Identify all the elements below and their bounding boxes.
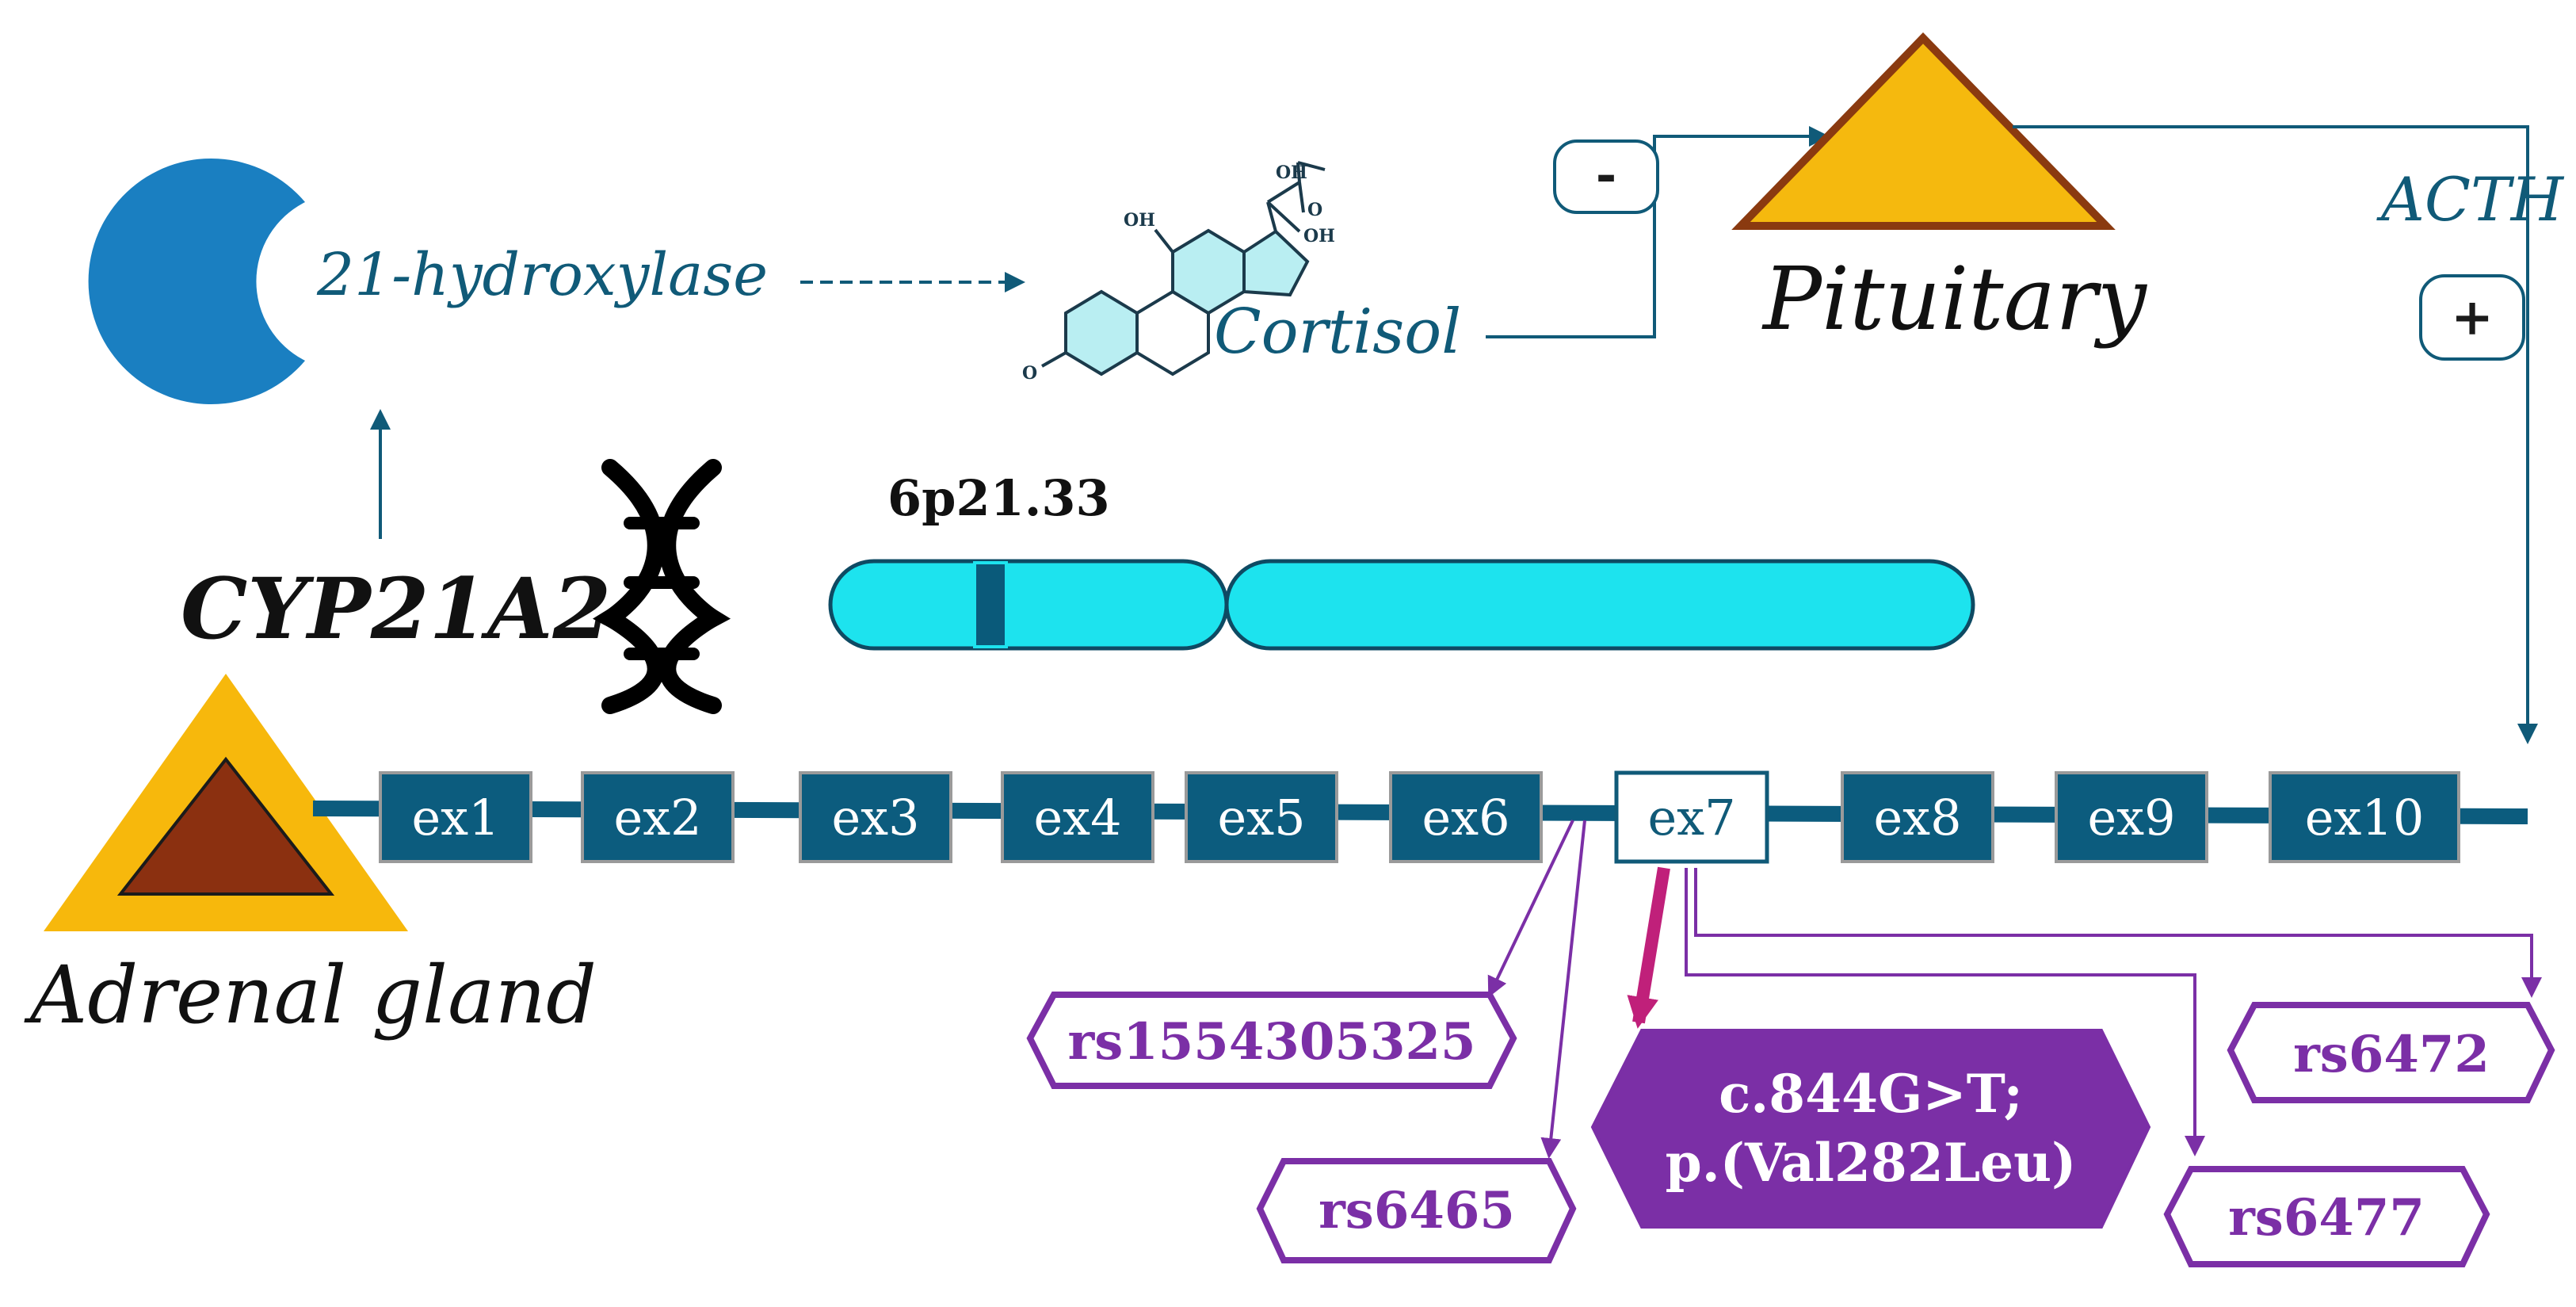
variant-label-rs6477: rs6477 <box>2228 1188 2425 1248</box>
variant-arrow-rs1554305325 <box>1487 820 1574 998</box>
exon-label-ex3: ex3 <box>831 789 919 846</box>
cortisol-label: Cortisol <box>1214 296 1461 368</box>
variant-main-line1: c.844G>T; <box>1719 1063 2023 1125</box>
enzyme-shape-icon <box>88 158 305 404</box>
variant-label-rs1554305325: rs1554305325 <box>1067 1012 1475 1072</box>
negative-feedback-sign: - <box>1596 145 1617 204</box>
exon-box-ex10 <box>2269 771 2460 863</box>
cortisol-oh-ring-label: OH <box>1124 210 1155 231</box>
exon-box-ex2 <box>581 771 735 863</box>
acth-label: ACTH <box>2376 164 2565 235</box>
variant-tag-rs6465 <box>1256 1158 1577 1263</box>
variant-label-rs6472: rs6472 <box>2293 1025 2490 1084</box>
exon-box-ex3 <box>799 771 952 863</box>
gene-label: CYP21A2 <box>181 559 611 658</box>
chromosome-long-arm <box>1224 559 1975 651</box>
variant-arrow-rs6477 <box>1685 868 2205 1156</box>
variant-arrow-rs6465 <box>1540 820 1586 1159</box>
variant-label-rs6465: rs6465 <box>1319 1181 1515 1240</box>
variant-arrow-main <box>1627 866 1670 1029</box>
exon-label-ex8: ex8 <box>1873 789 1961 846</box>
chromosome-band-marker <box>973 561 1008 648</box>
cortisol-feedback-line <box>1486 126 1830 338</box>
locus-label: 6p21.33 <box>887 469 1110 527</box>
exon-label-ex4: ex4 <box>1033 789 1121 846</box>
exon-box-ex4 <box>1001 771 1154 863</box>
cortisol-carbonyl-label: O <box>1307 200 1322 220</box>
cortisol-structure-icon <box>1041 161 1326 376</box>
variant-tag-rs1554305325 <box>1026 992 1517 1089</box>
exon-label-ex5: ex5 <box>1217 789 1305 846</box>
exon-layer: ex1 ex2 ex3 ex4 ex5 ex6 ex7 ex8 ex9 ex10 <box>379 770 2460 864</box>
chromosome-short-arm <box>828 559 1229 651</box>
exon-box-ex9 <box>2055 771 2208 863</box>
adrenal-label: Adrenal gland <box>24 949 597 1041</box>
variant-arrow-rs6472 <box>1694 868 2542 998</box>
exon-label-ex1: ex1 <box>411 789 499 846</box>
cortisol-oh-top-label: OH <box>1276 162 1307 183</box>
pituitary-triangle-icon <box>1731 32 2116 230</box>
cortisol-ketone-label: O <box>1022 363 1037 384</box>
variant-main-line2: p.(Val282Leu) <box>1666 1132 2077 1194</box>
variant-tag-rs6477 <box>2163 1166 2490 1267</box>
exon-label-ex2: ex2 <box>613 789 701 846</box>
dna-helix-icon <box>592 459 731 714</box>
pituitary-label: Pituitary <box>1761 248 2148 350</box>
exon-box-ex1 <box>379 771 532 863</box>
exon-box-ex7 <box>1614 770 1769 864</box>
negative-feedback-badge <box>1553 139 1659 214</box>
variant-tag-rs6472 <box>2227 1002 2555 1103</box>
variant-tag-main <box>1590 1029 2151 1229</box>
exon-label-ex6: ex6 <box>1422 789 1509 846</box>
exon-box-ex6 <box>1389 771 1543 863</box>
exon-label-ex7: ex7 <box>1647 789 1735 846</box>
cortisol-oh-side-label: OH <box>1303 226 1335 246</box>
adrenal-inner-triangle-icon <box>116 756 335 896</box>
exon-box-ex8 <box>1841 771 1994 863</box>
positive-feedback-badge <box>2419 274 2525 361</box>
acth-pathway-line <box>2013 125 2538 744</box>
exon-label-ex9: ex9 <box>2087 789 2175 846</box>
exon-box-ex5 <box>1185 771 1338 863</box>
exon-label-ex10: ex10 <box>2305 789 2425 846</box>
positive-feedback-sign: + <box>2451 288 2494 347</box>
enzyme-label: 21-hydroxylase <box>316 241 768 309</box>
